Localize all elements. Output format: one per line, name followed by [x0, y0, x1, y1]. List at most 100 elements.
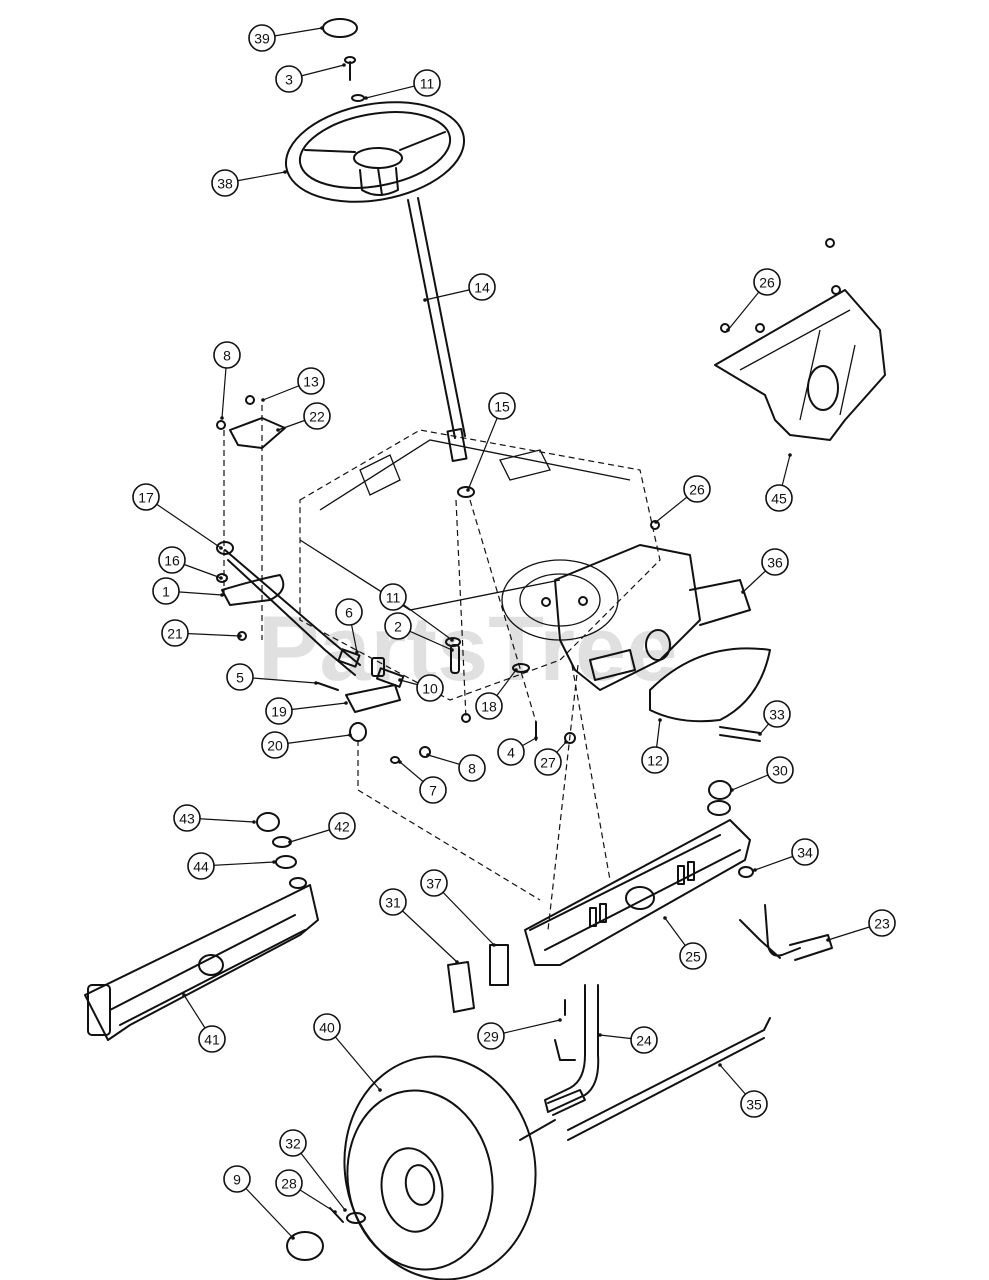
callout-nut[interactable]: 8	[213, 341, 241, 369]
callout-screw[interactable]: 3	[275, 65, 303, 93]
callout-bellcrank[interactable]: 19	[265, 697, 293, 725]
leader-tip-spindle	[598, 1033, 602, 1037]
callout-washer[interactable]: 7	[419, 776, 447, 804]
callout-nut[interactable]: 27	[534, 748, 562, 776]
callout-number: 35	[746, 1097, 762, 1113]
callout-front-wheel[interactable]: 40	[313, 1013, 341, 1041]
callout-pin[interactable]: 2	[384, 612, 412, 640]
callout-washer[interactable]: 11	[379, 583, 407, 611]
leader-tip-steering-shaft	[423, 298, 427, 302]
callout-washer[interactable]: 32	[279, 1129, 307, 1157]
callout-circle	[328, 812, 356, 840]
callout-pin[interactable]: 28	[275, 1169, 303, 1197]
callout-number: 7	[429, 783, 437, 799]
callout-circle	[132, 483, 160, 511]
leader-tip-washer	[219, 576, 223, 580]
callout-spindle[interactable]: 24	[630, 1026, 658, 1054]
callout-spacer[interactable]: 10	[416, 674, 444, 702]
callout-washer[interactable]: 16	[158, 546, 186, 574]
callout-tie-rod[interactable]: 35	[740, 1090, 768, 1118]
leader-tip-dash-panel-bracket	[788, 453, 792, 457]
leader-tip-axle-cover	[182, 993, 186, 997]
callout-circle	[791, 838, 819, 866]
callout-bracket[interactable]: 36	[761, 548, 789, 576]
callout-circle	[534, 748, 562, 776]
callout-axle-cover[interactable]: 41	[198, 1025, 226, 1053]
callout-nut[interactable]: 6	[335, 598, 363, 626]
callout-axle-bracket[interactable]: 12	[641, 746, 669, 774]
callout-ring[interactable]: 42	[328, 812, 356, 840]
callout-number: 14	[474, 280, 490, 296]
callout-bushing[interactable]: 31	[379, 888, 407, 916]
callout-number: 23	[874, 916, 890, 932]
callout-screw[interactable]: 13	[297, 367, 325, 395]
callout-spindle[interactable]: 23	[868, 909, 896, 937]
callout-number: 4	[507, 745, 515, 761]
callout-hub-cap[interactable]: 9	[223, 1165, 251, 1193]
callout-circle	[279, 1129, 307, 1157]
callout-cap[interactable]: 30	[766, 756, 794, 784]
callout-bushing[interactable]: 15	[488, 392, 516, 420]
steering-shaft-drawing	[407, 197, 475, 498]
callout-steering-gear[interactable]: 1	[152, 577, 180, 605]
callout-circle	[761, 548, 789, 576]
callout-bolt[interactable]: 4	[497, 738, 525, 766]
callout-bushing[interactable]: 34	[791, 838, 819, 866]
axle-cover-drawing	[84, 877, 319, 1041]
callout-screw[interactable]: 26	[683, 475, 711, 503]
steering-wheel-drawing	[284, 101, 466, 203]
leader-tip-bellcrank	[344, 701, 348, 705]
callout-steering-shaft[interactable]: 14	[468, 273, 496, 301]
callout-circle	[226, 663, 254, 691]
callout-number: 12	[647, 753, 663, 769]
leader-tip-tie-rod	[718, 1063, 722, 1067]
callout-nut[interactable]: 21	[161, 619, 189, 647]
leader-tip-nut	[564, 740, 568, 744]
callout-number: 2	[394, 619, 402, 635]
callout-number: 24	[636, 1033, 652, 1049]
callout-dash-panel-bracket[interactable]: 45	[765, 484, 793, 512]
leader-tip-spacer	[398, 678, 402, 682]
callout-number: 38	[217, 176, 233, 192]
callout-steering-wheel[interactable]: 38	[211, 169, 239, 197]
callout-front-axle[interactable]: 25	[679, 942, 707, 970]
callout-number: 34	[797, 845, 813, 861]
front-wheel-drawing	[286, 1055, 586, 1280]
callout-plate[interactable]: 22	[303, 402, 331, 430]
callout-screw[interactable]: 26	[753, 268, 781, 296]
callout-circle	[766, 756, 794, 784]
leader-tip-washer	[343, 1208, 347, 1212]
callout-washer[interactable]: 18	[475, 692, 503, 720]
leader-tip-front-axle	[663, 916, 667, 920]
leader-line-drag-link	[145, 496, 222, 549]
callout-circle	[313, 1013, 341, 1041]
leader-line-spacer	[433, 882, 495, 946]
callout-steering-wheel-cap[interactable]: 39	[248, 24, 276, 52]
callout-circle	[740, 1090, 768, 1118]
callout-number: 44	[193, 859, 209, 875]
callout-washer[interactable]: 44	[187, 852, 215, 880]
callout-bolt[interactable]: 33	[763, 700, 791, 728]
callout-number: 9	[233, 1172, 241, 1188]
callout-washer[interactable]: 11	[413, 69, 441, 97]
callout-bolt[interactable]: 5	[226, 663, 254, 691]
callout-bushing[interactable]: 20	[261, 731, 289, 759]
callout-circle	[419, 776, 447, 804]
callout-circle	[868, 909, 896, 937]
callout-spacer[interactable]: 37	[420, 869, 448, 897]
callout-circle	[161, 619, 189, 647]
callout-number: 42	[334, 819, 350, 835]
callout-number: 8	[223, 348, 231, 364]
leader-tip-screw	[342, 63, 346, 67]
callout-pin[interactable]: 29	[477, 1022, 505, 1050]
callout-circle	[223, 1165, 251, 1193]
callout-cap[interactable]: 43	[173, 804, 201, 832]
callout-number: 33	[769, 707, 785, 723]
leader-tip-pin	[333, 1210, 337, 1214]
callout-drag-link[interactable]: 17	[132, 483, 160, 511]
callout-nut[interactable]: 8	[458, 754, 486, 782]
callout-number: 32	[285, 1136, 301, 1152]
callout-number: 45	[771, 491, 787, 507]
callout-number: 13	[303, 374, 319, 390]
